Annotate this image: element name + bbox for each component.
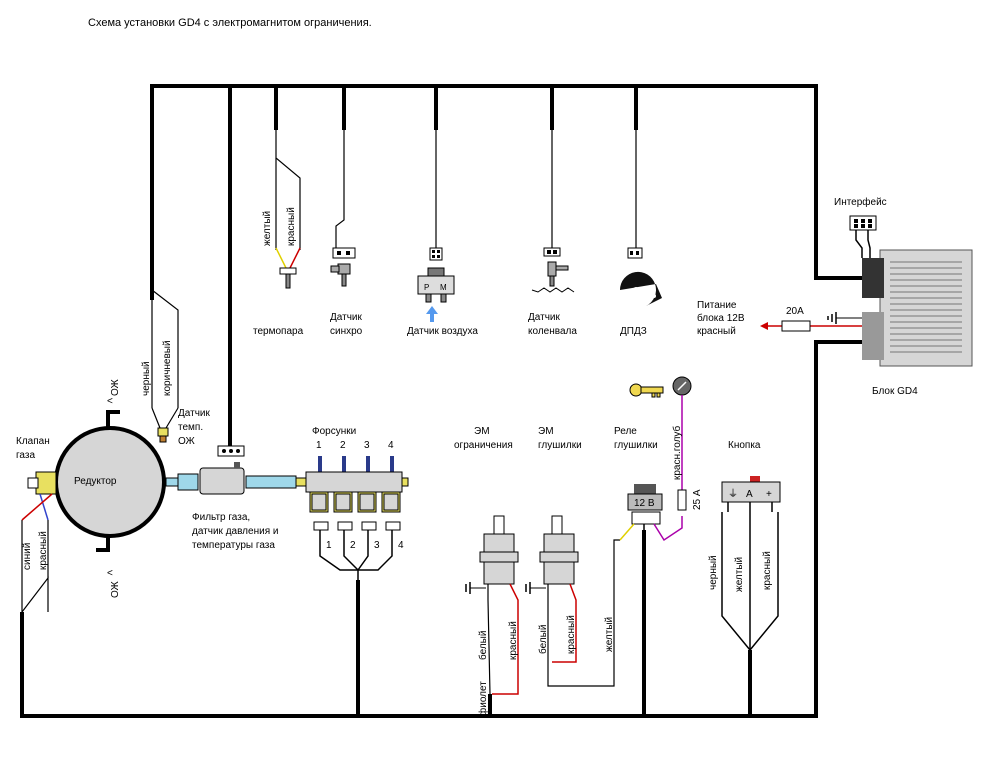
em-muffler-wire-white: белый [537, 625, 549, 654]
oz-bottom-label: ОЖ [110, 580, 121, 598]
filter-label-3: температуры газа [192, 540, 275, 551]
temp-sensor-label-3: ОЖ [178, 436, 196, 447]
gd4-block: Блок GD4 [862, 249, 973, 397]
injector-bottom-number-3: 3 [374, 540, 380, 551]
sync-sensor: Датчик синхро [330, 247, 363, 337]
muffler-relay: Реле глушилки 12 В [614, 426, 683, 542]
em-muffler-wire-yellow: желтый [604, 617, 615, 652]
thermocouple-label: термопара [253, 326, 304, 337]
button-label: Кнопка [728, 440, 761, 451]
valve-wire-blue: синий [22, 543, 33, 570]
temp-sensor-label-2: темп. [178, 422, 203, 433]
sync-sensor-label-1: Датчик [330, 312, 362, 323]
thermocouple: желтый красный термопара [253, 207, 304, 337]
gd4-block-label: Блок GD4 [872, 386, 918, 397]
reducer: Редуктор ОЖ < ОЖ < [54, 378, 166, 598]
power-label-1: Питание [697, 300, 737, 311]
relay-12v-label: 12 В [634, 498, 655, 509]
em-limit-wire-red: красный [508, 621, 519, 660]
main-harness [20, 84, 862, 718]
em-muffler: ЭМ глушилки белый красный желтый [525, 426, 620, 687]
injector-top-number-3: 3 [364, 440, 370, 451]
injector-top-number-1: 1 [316, 440, 322, 451]
em-limit-wire-violet: фиолет [477, 681, 489, 716]
dpdz-sensor: ДПДЗ [619, 247, 662, 337]
injector-top-number-4: 4 [388, 440, 394, 451]
filter-label-1: Фильтр газа, [192, 512, 250, 523]
temp-wire-black: черный [141, 361, 152, 396]
air-sensor: P M Датчик воздуха [407, 247, 478, 337]
gas-valve: Клапан газа синий красный [16, 436, 57, 570]
valve-wire-red: красный [38, 531, 49, 570]
injectors-label: Форсунки [312, 426, 356, 437]
fuse-25a-label: 25 А [692, 489, 703, 510]
em-limit-label-2: ограничения [454, 440, 513, 451]
air-sensor-p: P [424, 283, 429, 292]
dpdz-label: ДПДЗ [620, 326, 647, 337]
thermo-wire-yellow: желтый [262, 211, 273, 246]
button-a-label: A [746, 489, 753, 500]
thermo-wire-red: красный [286, 207, 297, 246]
interface-connector: Интерфейс [834, 196, 887, 258]
harness-branches [21, 130, 637, 613]
injector-bottom-number-1: 1 [326, 540, 332, 551]
oz-top-arrow: < [107, 396, 113, 407]
reducer-label: Редуктор [74, 476, 117, 487]
em-limit-wire-white: белый [477, 631, 489, 660]
button-wire-red: красный [762, 551, 773, 590]
button-wire-black: черный [708, 555, 719, 590]
gas-valve-label-1: Клапан [16, 436, 50, 447]
temp-wire-brown: коричневый [162, 340, 173, 396]
fuse-20a-label: 20А [786, 306, 804, 317]
button-plus-label: + [766, 489, 772, 500]
filter-label-2: датчик давления и [192, 526, 278, 537]
em-muffler-label-2: глушилки [538, 440, 582, 451]
ignition-key: красн.голуб 25 А [629, 376, 703, 511]
temp-sensor-label-1: Датчик [178, 408, 210, 419]
button-ground-symbol: ⏚ [728, 488, 738, 500]
injector-top-number-2: 2 [340, 440, 346, 451]
power-label-3: красный [697, 326, 736, 337]
interface-label: Интерфейс [834, 196, 887, 208]
relay-label-1: Реле [614, 426, 637, 437]
injector-bottom-number-4: 4 [398, 540, 404, 551]
em-limiter: ЭМ ограничения белый красный фиолет [454, 426, 519, 716]
crankshaft-sensor: Датчик коленвала [528, 247, 577, 337]
air-sensor-m: M [440, 283, 447, 292]
power-label-2: блока 12В [697, 312, 745, 324]
em-limit-label-1: ЭМ [474, 426, 490, 437]
em-muffler-wire-red: красный [566, 615, 577, 654]
crank-sensor-label-2: коленвала [528, 326, 577, 337]
oz-top-label: ОЖ [110, 378, 121, 396]
diagram-title: Схема установки GD4 с электромагнитом ог… [88, 17, 372, 29]
em-muffler-label-1: ЭМ [538, 426, 554, 437]
air-sensor-label: Датчик воздуха [407, 326, 478, 337]
power-supply: 20А Питание блока 12В красный [697, 300, 862, 337]
button-wire-yellow: желтый [734, 557, 745, 592]
gas-filter: Фильтр газа, датчик давления и температу… [165, 445, 307, 551]
coolant-temp-sensor: черный коричневый Датчик темп. ОЖ [141, 340, 210, 447]
sync-sensor-label-2: синхро [330, 326, 363, 337]
relay-label-2: глушилки [614, 440, 658, 451]
key-wire-red-blue: красн.голуб [671, 425, 683, 480]
oz-bottom-arrow: < [107, 568, 113, 579]
crank-sensor-label-1: Датчик [528, 312, 560, 323]
injector-bottom-number-2: 2 [350, 540, 356, 551]
control-button: Кнопка ⏚ A + черный желтый красный [708, 440, 781, 651]
injector-rail: Форсунки 1 2 3 4 1 2 [305, 426, 409, 582]
gas-valve-label-2: газа [16, 450, 35, 461]
